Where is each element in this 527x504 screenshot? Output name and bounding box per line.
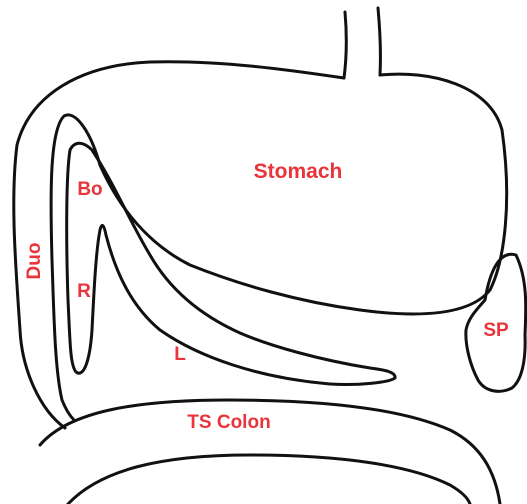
esophagus-outline [344, 8, 380, 78]
spleen-label: SP [483, 320, 509, 341]
duodenum-outline [51, 115, 100, 420]
stomach-label: Stomach [254, 160, 343, 183]
bowel-label: Bo [77, 179, 102, 200]
colon-label: TS Colon [187, 412, 270, 433]
left-label: L [174, 344, 186, 365]
right-label: R [77, 281, 91, 302]
stomach-body-outline [100, 74, 507, 314]
bowel-inner-outline [67, 143, 395, 384]
duodenum-label: Duo [24, 243, 45, 280]
colon-lower-outline [68, 455, 470, 504]
